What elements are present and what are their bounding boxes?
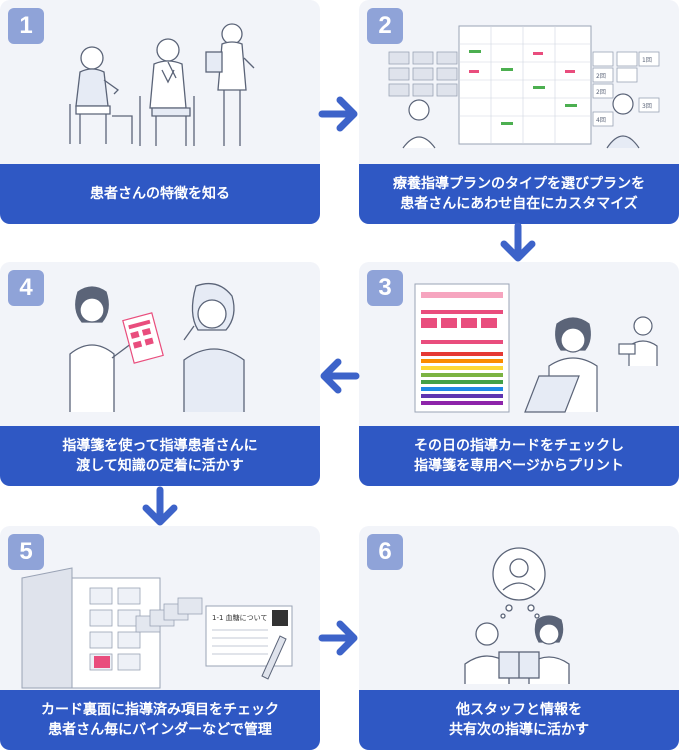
step-caption-line: 患者さん毎にバインダーなどで管理	[48, 722, 272, 738]
plan-tag: 4回	[596, 117, 606, 124]
step-caption-line: 患者さんにあわせ自在にカスタマイズ	[400, 196, 638, 212]
plan-tag: 2回	[596, 73, 606, 80]
arrow-right-icon	[318, 96, 358, 132]
share-info-illustration	[464, 547, 570, 684]
binder-illustration: 1-1 血糖について	[21, 567, 293, 689]
card-title: 1-1 血糖について	[212, 613, 267, 622]
step-number-badge: 6	[367, 534, 403, 570]
step-caption-line: 他スタッフと情報を	[456, 702, 582, 718]
step-caption-line: 指導箋を専用ページからプリント	[414, 458, 624, 474]
step-caption: 療養指導プランのタイプを選びプランを 患者さんにあわせ自在にカスタマイズ	[359, 164, 679, 224]
step-card-4: 4 指導箋を使って指導患者さんに 渡して知識の定着に活かす	[0, 262, 320, 486]
step-card-2: 1回 2回 2回 3回 4回 2 療養指導プランのタイプを選びプランを 患者さん…	[359, 0, 679, 224]
step-caption: その日の指導カードをチェックし 指導箋を専用ページからプリント	[359, 426, 679, 486]
step-number-badge: 5	[8, 534, 44, 570]
step-caption-line: 渡して知識の定着に活かす	[76, 458, 244, 474]
step-card-3: 3 その日の指導カードをチェックし 指導箋を専用ページからプリント	[359, 262, 679, 486]
arrow-down-icon	[142, 486, 178, 526]
step-number-badge: 4	[8, 270, 44, 306]
step-caption-line: カード裏面に指導済み項目をチェック	[41, 702, 279, 718]
step-caption: 他スタッフと情報を 共有次の指導に活かす	[359, 690, 679, 750]
step-card-5: 1-1 血糖について 5 カード裏面に指導済み項目をチェック 患者さん毎にバイン…	[0, 526, 320, 750]
step-number-badge: 2	[367, 8, 403, 44]
step-caption-line: 患者さんの特徴を知る	[90, 186, 230, 202]
consultation-illustration	[69, 23, 255, 146]
step-card-6: 6 他スタッフと情報を 共有次の指導に活かす	[359, 526, 679, 750]
step-caption-line: その日の指導カードをチェックし	[414, 438, 624, 454]
print-illustration	[414, 283, 658, 413]
handout-illustration	[69, 282, 245, 412]
arrow-down-icon	[500, 222, 536, 262]
step-caption: 患者さんの特徴を知る	[0, 164, 320, 224]
step-caption: カード裏面に指導済み項目をチェック 患者さん毎にバインダーなどで管理	[0, 690, 320, 750]
arrow-left-icon	[320, 358, 360, 394]
arrow-right-icon	[318, 620, 358, 656]
step-caption-line: 指導箋を使って指導患者さんに	[62, 438, 258, 454]
step-caption-line: 共有次の指導に活かす	[449, 722, 589, 738]
plan-tag: 3回	[642, 103, 652, 110]
plan-tag: 2回	[596, 89, 606, 96]
step-caption: 指導箋を使って指導患者さんに 渡して知識の定着に活かす	[0, 426, 320, 486]
step-card-1: 1 患者さんの特徴を知る	[0, 0, 320, 224]
step-caption-line: 療養指導プランのタイプを選びプランを	[393, 176, 645, 192]
plan-tag: 1回	[642, 57, 652, 64]
plan-customize-illustration: 1回 2回 2回 3回 4回	[388, 25, 660, 149]
step-number-badge: 3	[367, 270, 403, 306]
step-number-badge: 1	[8, 8, 44, 44]
